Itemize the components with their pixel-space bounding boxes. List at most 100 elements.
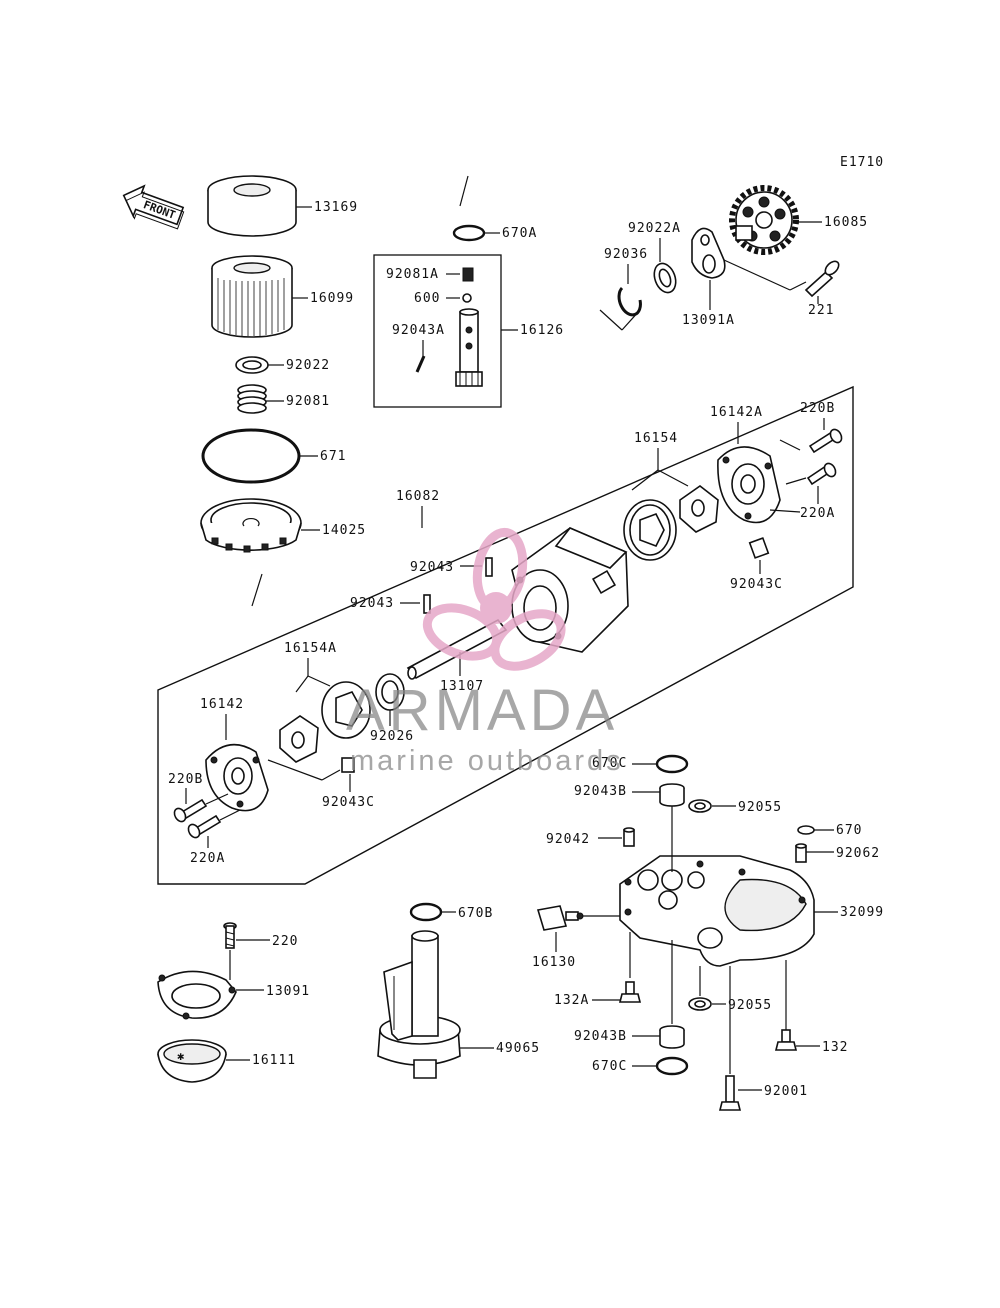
label-670C-bot: 670C xyxy=(592,1059,627,1074)
label-92043-b: 92043 xyxy=(350,596,394,611)
part-13169-cap xyxy=(207,175,297,237)
armada-watermark: ARMADA marine outboards xyxy=(346,527,624,777)
part-16154-inner-rotor xyxy=(679,485,719,533)
label-16111: 16111 xyxy=(252,1053,296,1068)
label-220A-top: 220A xyxy=(800,506,835,521)
label-16099: 16099 xyxy=(310,291,354,306)
diagram-code: E1710 xyxy=(840,155,884,170)
label-92043C-bot: 92043C xyxy=(322,795,375,810)
part-220-bolt xyxy=(223,922,237,949)
label-16142A: 16142A xyxy=(710,405,763,420)
strainer-mark-icon: ✱ xyxy=(177,1049,184,1063)
part-14025-cover xyxy=(200,498,302,553)
label-220B-top: 220B xyxy=(800,401,835,416)
label-92043A: 92043A xyxy=(392,323,445,338)
part-221-screw xyxy=(804,260,840,298)
part-92055-washer-top xyxy=(688,799,712,813)
relief-valve-box xyxy=(373,254,502,408)
label-13091A: 13091A xyxy=(682,313,735,328)
part-16111-strainer: ✱ xyxy=(157,1039,227,1083)
part-16142-cover xyxy=(205,743,269,812)
part-16130-plug xyxy=(536,905,584,931)
part-92042-dowel xyxy=(623,827,635,847)
part-92022A-washer xyxy=(653,262,677,294)
part-32099-housing xyxy=(619,855,815,967)
label-16154A: 16154A xyxy=(284,641,337,656)
part-92043C-sleeve-top xyxy=(748,537,770,559)
label-92043B-bot: 92043B xyxy=(574,1029,627,1044)
watermark-tagline: marine outboards xyxy=(350,745,624,777)
label-16130: 16130 xyxy=(532,955,576,970)
part-220B-bolt-top xyxy=(808,428,843,454)
label-670A: 670A xyxy=(502,226,537,241)
label-32099: 32099 xyxy=(840,905,884,920)
part-49065-pickup xyxy=(377,930,461,1079)
part-pump-body xyxy=(511,527,629,653)
label-13107: 13107 xyxy=(440,679,484,694)
label-16154: 16154 xyxy=(634,431,678,446)
part-670C-oring-bot xyxy=(655,1056,689,1076)
part-670B-oring xyxy=(409,902,443,922)
label-49065: 49065 xyxy=(496,1041,540,1056)
part-92036-circlip xyxy=(617,286,642,317)
label-92081A: 92081A xyxy=(386,267,439,282)
label-16085: 16085 xyxy=(824,215,868,230)
label-14025: 14025 xyxy=(322,523,366,538)
part-16154A-inner-rotor xyxy=(279,715,319,763)
part-92026-seal xyxy=(375,673,405,711)
label-92081: 92081 xyxy=(286,394,330,409)
part-16142A-cover xyxy=(717,446,781,524)
label-92043C-top: 92043C xyxy=(730,577,783,592)
propeller-logo-icon xyxy=(422,527,566,671)
part-13091-holder xyxy=(157,970,237,1020)
label-670: 670 xyxy=(836,823,862,838)
front-arrow-icon: FRONT xyxy=(122,184,185,230)
part-92081-spring xyxy=(237,384,267,414)
label-92022A: 92022A xyxy=(628,221,681,236)
label-92055-bot: 92055 xyxy=(728,998,772,1013)
watermark-brand: ARMADA xyxy=(346,678,618,743)
part-92043B-sleeve-top xyxy=(659,783,685,807)
part-220B-bolt-bot xyxy=(173,798,208,823)
part-92043-dowel-a xyxy=(485,557,493,577)
part-13091A-holder xyxy=(691,227,726,279)
label-92042: 92042 xyxy=(546,832,590,847)
part-670C-oring-top xyxy=(655,754,689,774)
label-600: 600 xyxy=(414,291,440,306)
part-670A-oring xyxy=(452,224,486,242)
label-132: 132 xyxy=(822,1040,848,1055)
label-92043-a: 92043 xyxy=(410,560,454,575)
part-92055-washer-bot xyxy=(688,997,712,1011)
part-220A-bolt-top xyxy=(806,462,837,486)
part-16154-outer-rotor xyxy=(623,499,677,561)
label-92055-top: 92055 xyxy=(738,800,782,815)
label-92001: 92001 xyxy=(764,1084,808,1099)
part-92081A-spring xyxy=(462,267,474,282)
label-92022: 92022 xyxy=(286,358,330,373)
part-132-bolt xyxy=(774,1029,798,1051)
part-600-ball xyxy=(462,293,472,303)
label-670B: 670B xyxy=(458,906,493,921)
label-670C-top: 670C xyxy=(592,756,627,771)
part-220A-bolt-bot xyxy=(187,814,222,839)
label-92043B-top: 92043B xyxy=(574,784,627,799)
label-220: 220 xyxy=(272,934,298,949)
label-132A: 132A xyxy=(554,993,589,1008)
part-16099-filter xyxy=(211,255,293,338)
part-670-oring xyxy=(797,825,815,835)
label-92036: 92036 xyxy=(604,247,648,262)
label-16126: 16126 xyxy=(520,323,564,338)
label-16142: 16142 xyxy=(200,697,244,712)
label-16082: 16082 xyxy=(396,489,440,504)
part-92022-washer xyxy=(235,356,269,374)
part-132A-bolt xyxy=(618,981,642,1003)
part-16085-gear xyxy=(729,185,799,255)
part-92043B-sleeve-bot xyxy=(659,1025,685,1049)
label-13091: 13091 xyxy=(266,984,310,999)
part-92043C-sleeve-bot xyxy=(341,757,355,773)
label-221: 221 xyxy=(808,303,834,318)
label-13169: 13169 xyxy=(314,200,358,215)
part-671-oring xyxy=(201,428,301,484)
part-16126-valve xyxy=(455,308,483,387)
